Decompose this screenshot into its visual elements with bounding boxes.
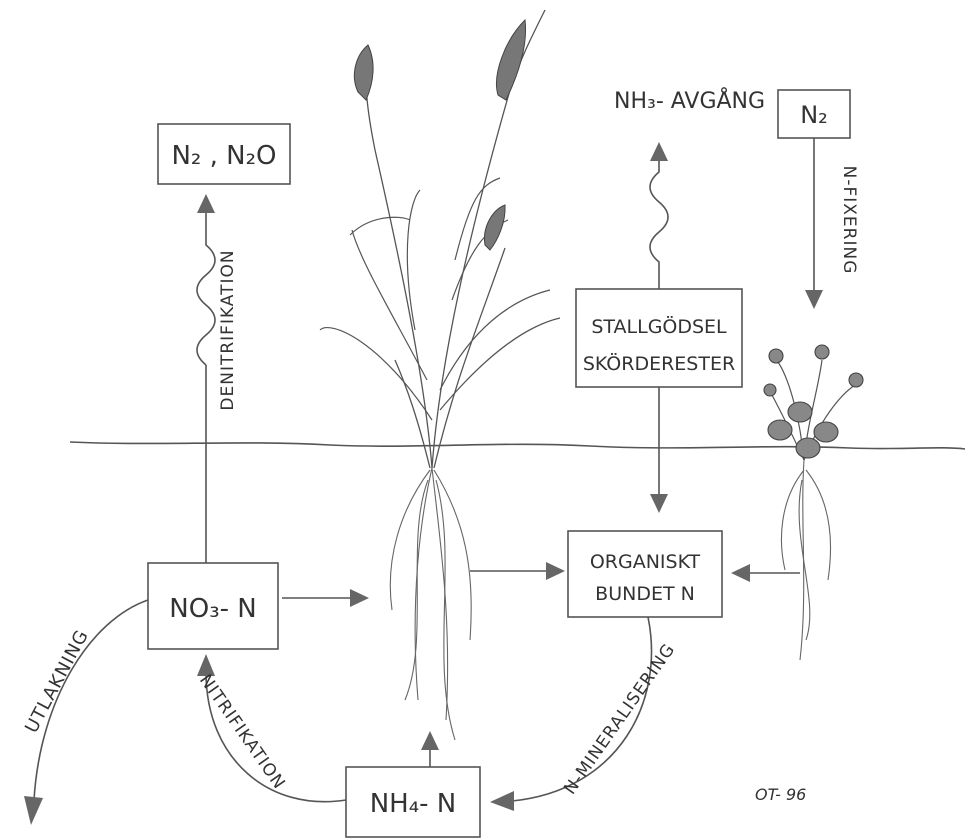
organiskt-line1: ORGANISKT <box>590 551 701 573</box>
n-mineralisering-label: N-MINERALISERING <box>560 640 679 798</box>
legume-plant-illustration <box>764 345 863 660</box>
utlakning-label: UTLAKNING <box>21 626 93 736</box>
no3-label: NO₃- N <box>169 594 256 624</box>
cereal-plant-illustration <box>320 10 560 740</box>
arrow-denitrification <box>197 194 215 563</box>
organiskt-line2: BUNDET N <box>595 583 695 605</box>
denitrifikation-label: DENITRIFIKATION <box>218 249 238 410</box>
arrow-manure-to-organic <box>650 387 668 513</box>
arrow-nh4-uptake <box>421 731 439 767</box>
arrow-legume-to-organic <box>731 564 800 582</box>
ground-line <box>70 442 965 449</box>
signature-label: OT- 96 <box>755 785 806 804</box>
stallgodsel-line2: SKÖRDERESTER <box>583 352 735 375</box>
nitrifikation-label: NITRIFIKATION <box>195 671 289 793</box>
box-organiskt-bundet-n: ORGANISKT BUNDET N <box>568 531 722 617</box>
n2-n2o-label: N₂ , N₂O <box>171 141 276 171</box>
n-fixering-label: N-FIXERING <box>839 166 859 275</box>
arrow-nh3-volatilization <box>650 142 668 289</box>
nh3-avgang-label: NH₃- AVGÅNG <box>614 87 765 114</box>
box-n2-n2o: N₂ , N₂O <box>158 124 290 184</box>
n2-label: N₂ <box>800 101 828 129</box>
arrow-no3-uptake <box>282 589 369 607</box>
stallgodsel-line1: STALLGÖDSEL <box>591 315 727 338</box>
arrow-crop-to-organic <box>470 562 565 580</box>
box-nh4-n: NH₄- N <box>346 767 480 837</box>
arrow-n-fixation <box>805 138 823 309</box>
box-stallgodsel: STALLGÖDSEL SKÖRDERESTER <box>576 289 742 387</box>
box-n2: N₂ <box>778 90 850 138</box>
nh4-label: NH₄- N <box>370 789 457 819</box>
box-no3-n: NO₃- N <box>148 563 278 649</box>
